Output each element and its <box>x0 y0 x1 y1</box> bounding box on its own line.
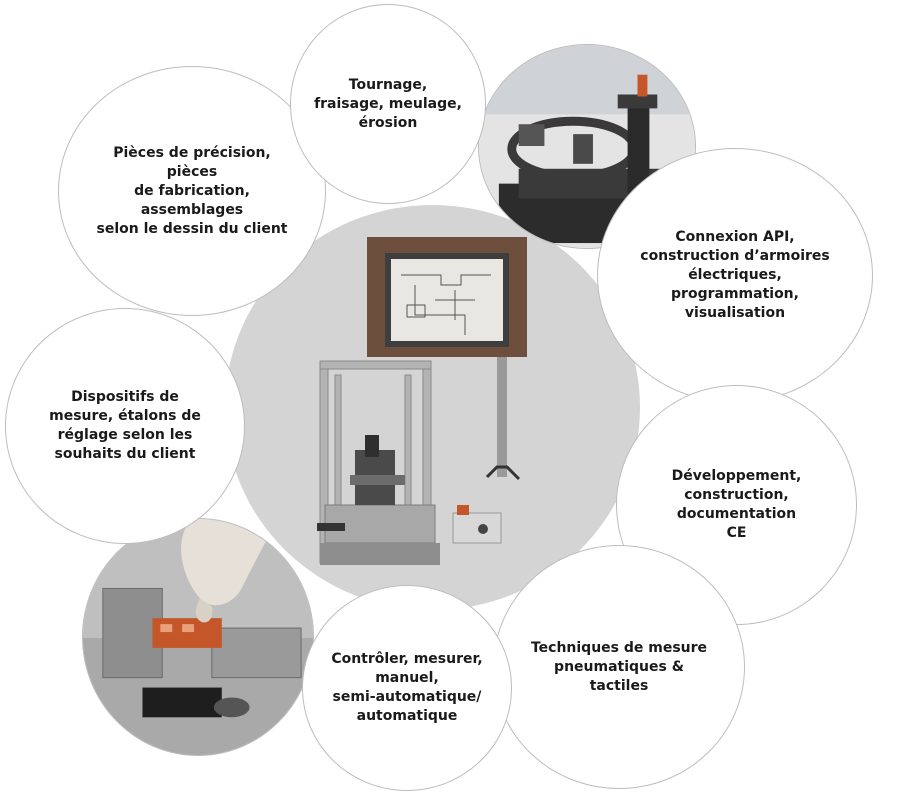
bubble-measuring-devices: Dispositifs de mesure, étalons de réglag… <box>5 308 245 544</box>
central-machine-photo <box>225 205 640 610</box>
precision-parts-text: Pièces de précision, pièces de fabricati… <box>96 144 288 237</box>
measuring-station-illustration <box>317 237 527 565</box>
measuring-techniques-text: Techniques de mesure pneumatiques & tact… <box>530 639 708 694</box>
machining-text: Tournage, fraisage, meulage, érosion <box>314 76 462 131</box>
bubble-control-measure: Contrôler, mesurer, manuel, semi-automat… <box>302 585 512 791</box>
bubble-measuring-techniques: Techniques de mesure pneumatiques & tact… <box>493 545 745 789</box>
bubble-machining: Tournage, fraisage, meulage, érosion <box>290 4 486 204</box>
hand-gauge-illustration <box>83 519 313 755</box>
control-measure-text: Contrôler, mesurer, manuel, semi-automat… <box>331 651 483 724</box>
bubble-precision-parts: Pièces de précision, pièces de fabricati… <box>58 66 326 316</box>
measuring-devices-text: Dispositifs de mesure, étalons de réglag… <box>49 389 201 462</box>
development-text: Développement, construction, documentati… <box>671 468 802 541</box>
bubble-plc-electrical: Connexion API, construction d’armoires é… <box>597 148 873 403</box>
hand-placing-part-photo <box>82 518 314 756</box>
plc-electrical-text: Connexion API, construction d’armoires é… <box>640 229 830 321</box>
